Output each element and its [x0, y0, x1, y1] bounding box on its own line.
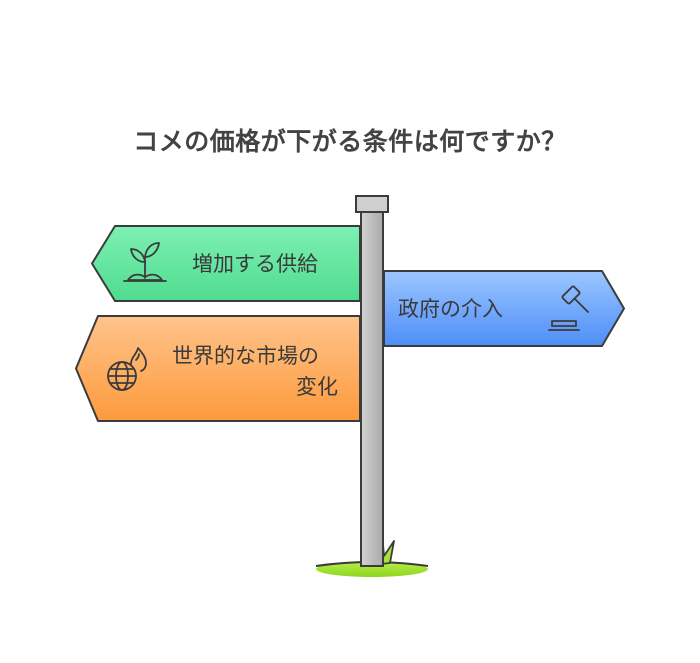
signpost-pole	[355, 195, 389, 567]
sign-label-market-line1: 世界的な市場の	[172, 344, 319, 368]
page-title: コメの価格が下がる条件は何ですか？	[133, 127, 567, 156]
globe-fire-icon	[107, 347, 147, 391]
sign-increasing-supply	[91, 225, 361, 302]
sign-label-supply: 増加する供給	[192, 252, 318, 276]
sign-global-market-change	[75, 315, 361, 422]
gavel-icon	[548, 285, 589, 331]
sign-government-intervention	[383, 270, 625, 347]
sign-label-government: 政府の介入	[398, 297, 503, 321]
sprout-icon	[123, 242, 167, 282]
sign-label-market-line2: 変化	[296, 375, 338, 399]
